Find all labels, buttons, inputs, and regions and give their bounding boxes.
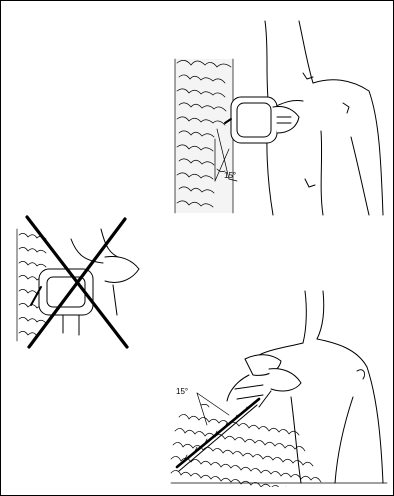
hedge-foliage [175,59,233,213]
illustration-horizontal-trimming [167,287,391,487]
illustration-vertical-trimming [173,19,391,217]
illustration-incorrect-technique [13,215,147,351]
hedge-trimmer-bottom [227,355,301,407]
angle-label-bottom: 15° [176,388,188,396]
angle-label-top: 15° [224,172,236,180]
